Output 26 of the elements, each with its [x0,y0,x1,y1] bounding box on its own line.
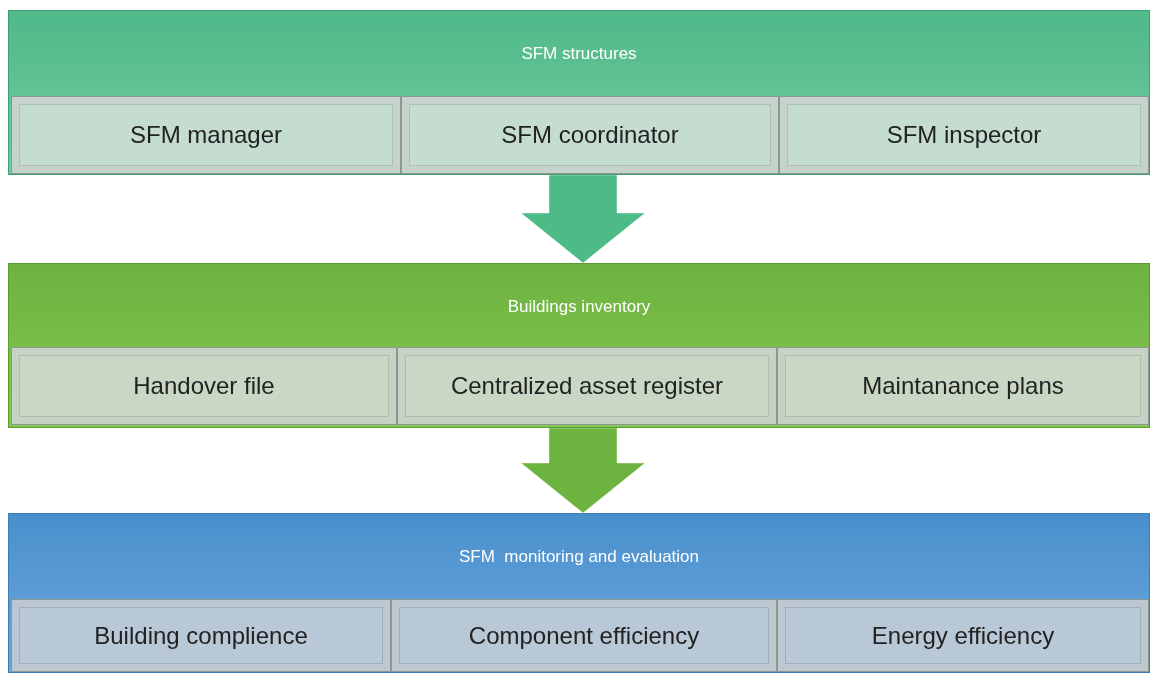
item-box [11,96,401,174]
item-label: SFM manager [129,120,283,150]
item-box [777,599,1149,672]
item-label: Centralized asset register [450,371,724,401]
section-heading: Buildings inventory [507,295,651,318]
item-label: SFM coordinator [501,120,679,150]
block-arrow [520,174,646,264]
block-arrow [520,427,646,514]
item-box [777,347,1149,425]
section-band [8,10,1150,175]
item-box [11,599,391,672]
section-band [8,263,1150,428]
item-label: SFM inspector [886,120,1042,150]
item-box [397,347,777,425]
section-band [8,513,1150,673]
item-label: Maintanance plans [862,371,1064,401]
item-label: Component efficiency [468,620,700,651]
item-box [391,599,777,672]
section-heading: SFM monitoring and evaluation [459,545,699,568]
item-label: Energy efficiency [871,620,1055,651]
item-box [401,96,779,174]
section-heading: SFM structures [521,42,637,65]
item-box [779,96,1149,174]
item-label: Building complience [94,620,308,651]
item-label: Handover file [133,371,275,401]
item-box [11,347,397,425]
